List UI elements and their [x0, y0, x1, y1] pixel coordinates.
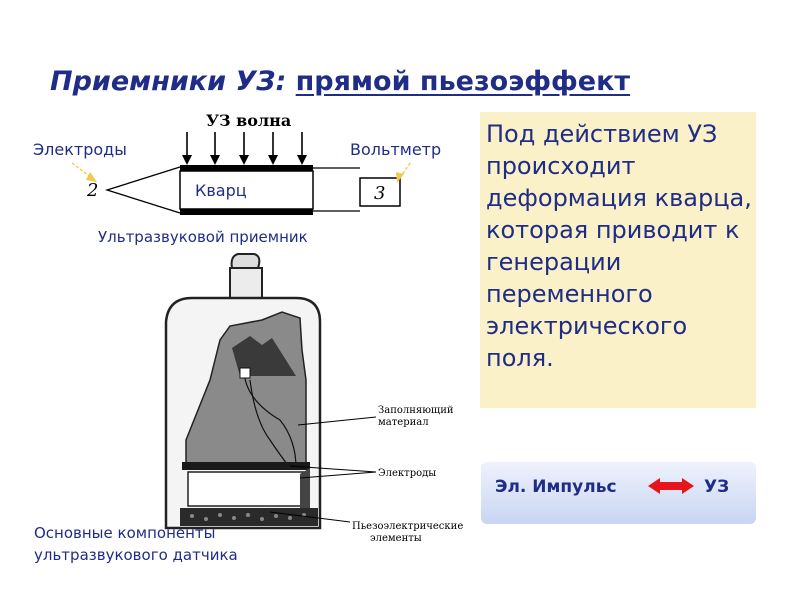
voltmeter-label: Вольтметр — [350, 140, 442, 159]
num-3: 3 — [374, 183, 385, 204]
fill-label-2: материал — [378, 417, 429, 428]
title-part2: прямой пьезоэффект — [295, 66, 631, 97]
sensor-illustration — [164, 253, 322, 530]
sensor-caption-2: ультразвукового датчика — [34, 546, 238, 564]
quartz-label: Кварц — [195, 181, 247, 200]
wave-label: УЗ волна — [206, 111, 291, 130]
leader-lines — [269, 416, 377, 523]
slide-title: Приемники УЗ: прямой пьезоэффект — [50, 66, 630, 97]
note-text: Под действием УЗ происходит деформация к… — [486, 120, 752, 372]
wave-arrows — [186, 132, 303, 158]
num-2: 2 — [86, 180, 98, 201]
bottom-electrode — [180, 209, 313, 215]
piezo-label-2: элементы — [370, 533, 422, 544]
piezo-label-1: Пьезоэлектрические — [352, 521, 463, 532]
quartz-crystal — [179, 170, 314, 210]
voltmeter-box — [359, 177, 401, 207]
impulse-left-label: Эл. Импульс — [495, 477, 617, 497]
title-part1: Приемники УЗ — [50, 66, 276, 97]
fill-label-1: Заполняющий — [378, 405, 454, 416]
electrodes-sensor-label: Электроды — [378, 468, 436, 479]
note-box — [480, 112, 756, 408]
impulse-right-label: УЗ — [704, 477, 730, 497]
wires — [104, 166, 360, 214]
top-electrode — [180, 165, 313, 171]
electrodes-label: Электроды — [33, 140, 127, 159]
sensor-caption-1: Основные компоненты — [34, 524, 216, 542]
impulse-box — [481, 462, 756, 524]
receiver-caption: Ультразвуковой приемник — [98, 228, 308, 246]
double-arrow-icon — [648, 478, 694, 494]
title-colon: : — [275, 66, 296, 97]
